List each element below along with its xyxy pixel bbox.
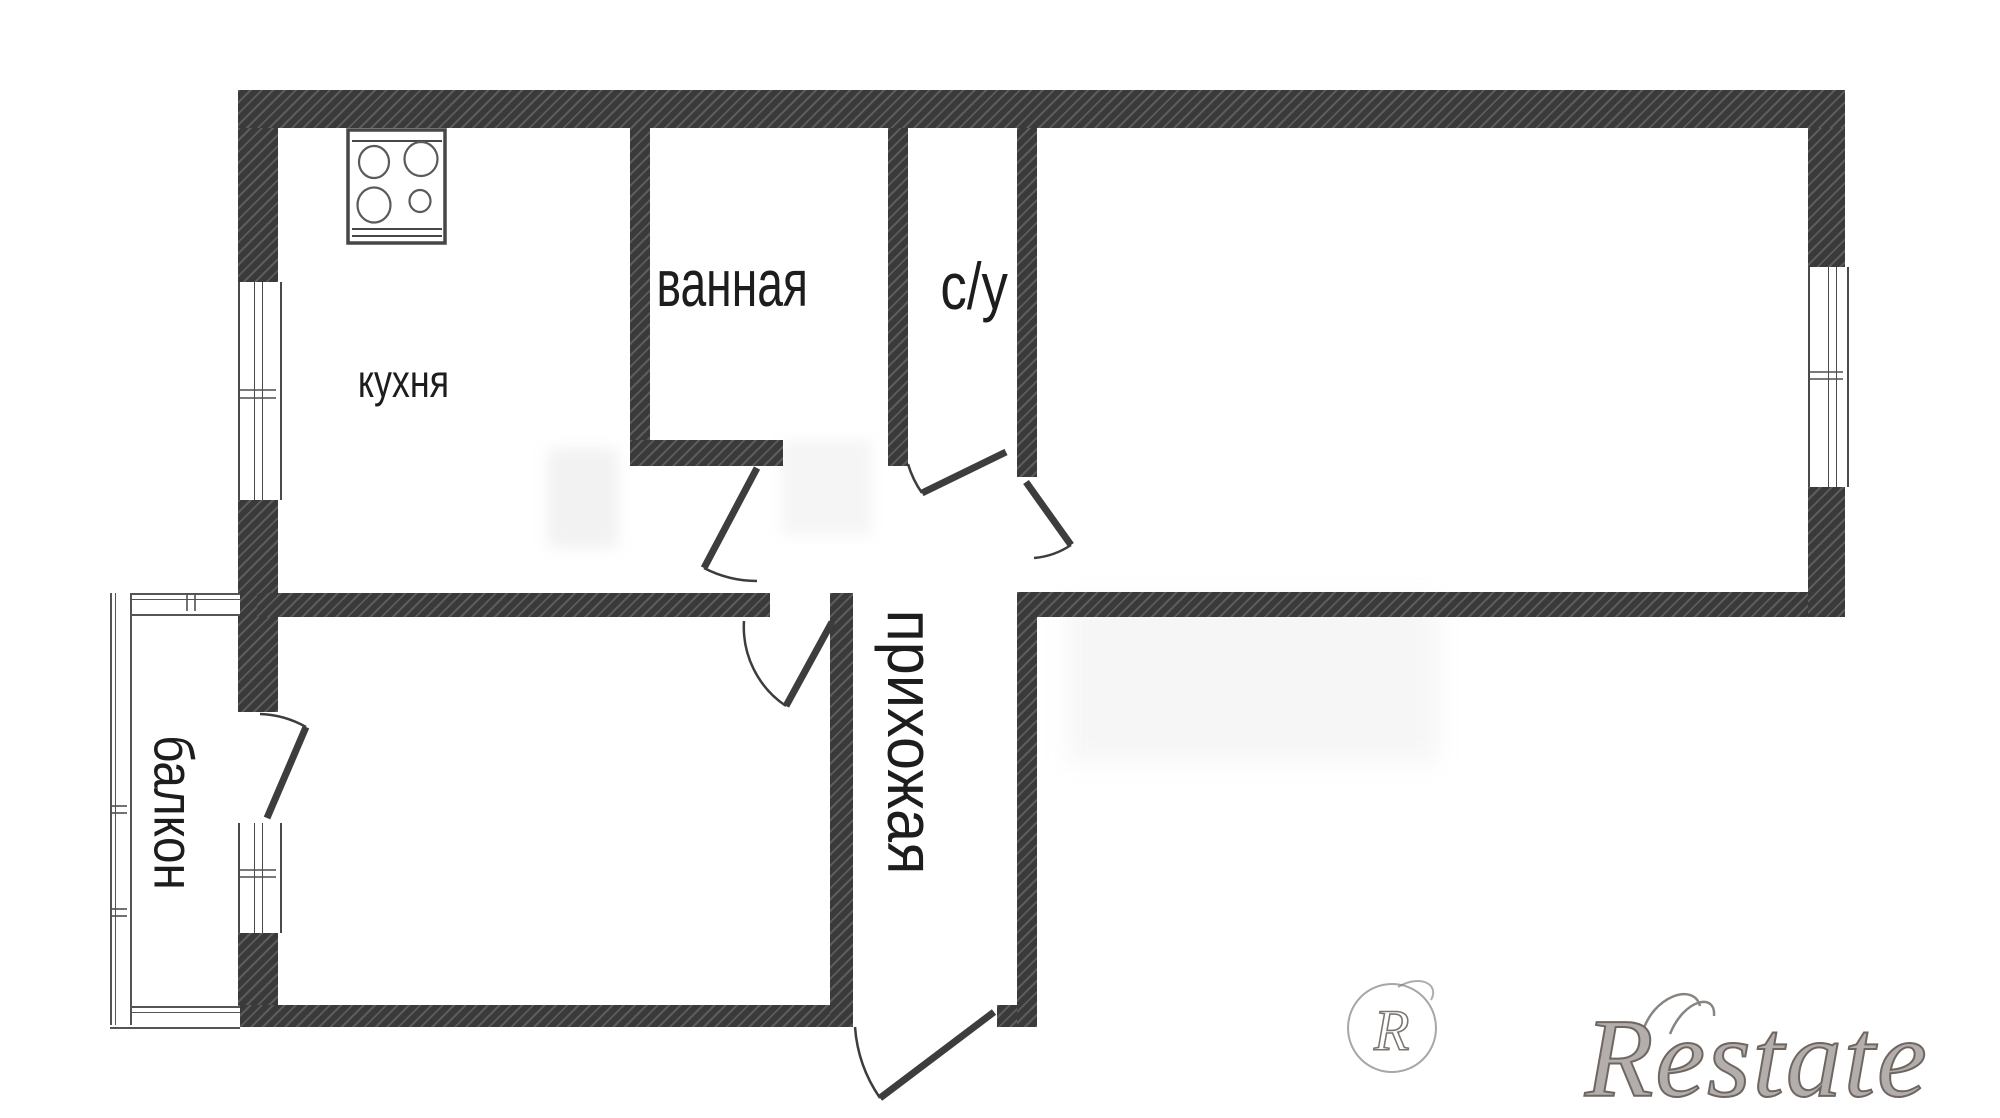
room-label-toilet: с/у [940, 249, 1008, 323]
wall-bathroom-left [630, 128, 650, 466]
wall-right-lower [1808, 487, 1845, 617]
wall-toilet-right-upper [1017, 128, 1037, 477]
wall-bigroom-bottom [1017, 592, 1845, 617]
wall-right-upper [1808, 128, 1845, 267]
window-mullion [254, 282, 263, 500]
window-mullion [254, 823, 263, 933]
balcony-railing-bottom [110, 1006, 240, 1029]
wall-bathroom-bottom [630, 440, 783, 466]
watermark-emblem: R [1347, 980, 1437, 1073]
wall-kitchen-room-divider [257, 593, 770, 617]
wall-bathroom-right [888, 128, 908, 466]
watermark-text: Restate [1584, 997, 1929, 1118]
watermark-emblem-letter: R [1373, 998, 1409, 1063]
watermark-smudge [1068, 598, 1438, 763]
door-room [742, 620, 836, 708]
stove-icon [346, 128, 447, 245]
window-tick-marks [111, 371, 1843, 917]
wall-hallway-right-lower [1017, 592, 1037, 1027]
wall-left-upper [238, 128, 278, 282]
door-entrance [853, 1009, 997, 1101]
window-kitchen [238, 282, 282, 500]
wall-top [238, 90, 1845, 128]
door-balcony [259, 712, 310, 820]
room-label-kitchen: кухня [357, 355, 449, 407]
window-bigroom-right [1808, 267, 1849, 487]
room-label-hallway: прихожая [874, 609, 949, 875]
door-bathroom [700, 466, 761, 583]
window-room-left [238, 823, 282, 933]
watermark-smudge [548, 448, 618, 548]
wall-bottom-room [238, 1005, 853, 1027]
room-label-balcony: балкон [142, 734, 206, 890]
door-bigroom [1023, 479, 1074, 560]
balcony-railing-left [110, 593, 132, 1025]
watermark-smudge [782, 440, 872, 535]
wall-hallway-left [830, 593, 853, 1027]
door-toilet [906, 448, 1008, 497]
room-label-bathroom: ванная [656, 246, 808, 320]
balcony-railing-top [110, 593, 240, 616]
window-mullion [1828, 267, 1837, 487]
